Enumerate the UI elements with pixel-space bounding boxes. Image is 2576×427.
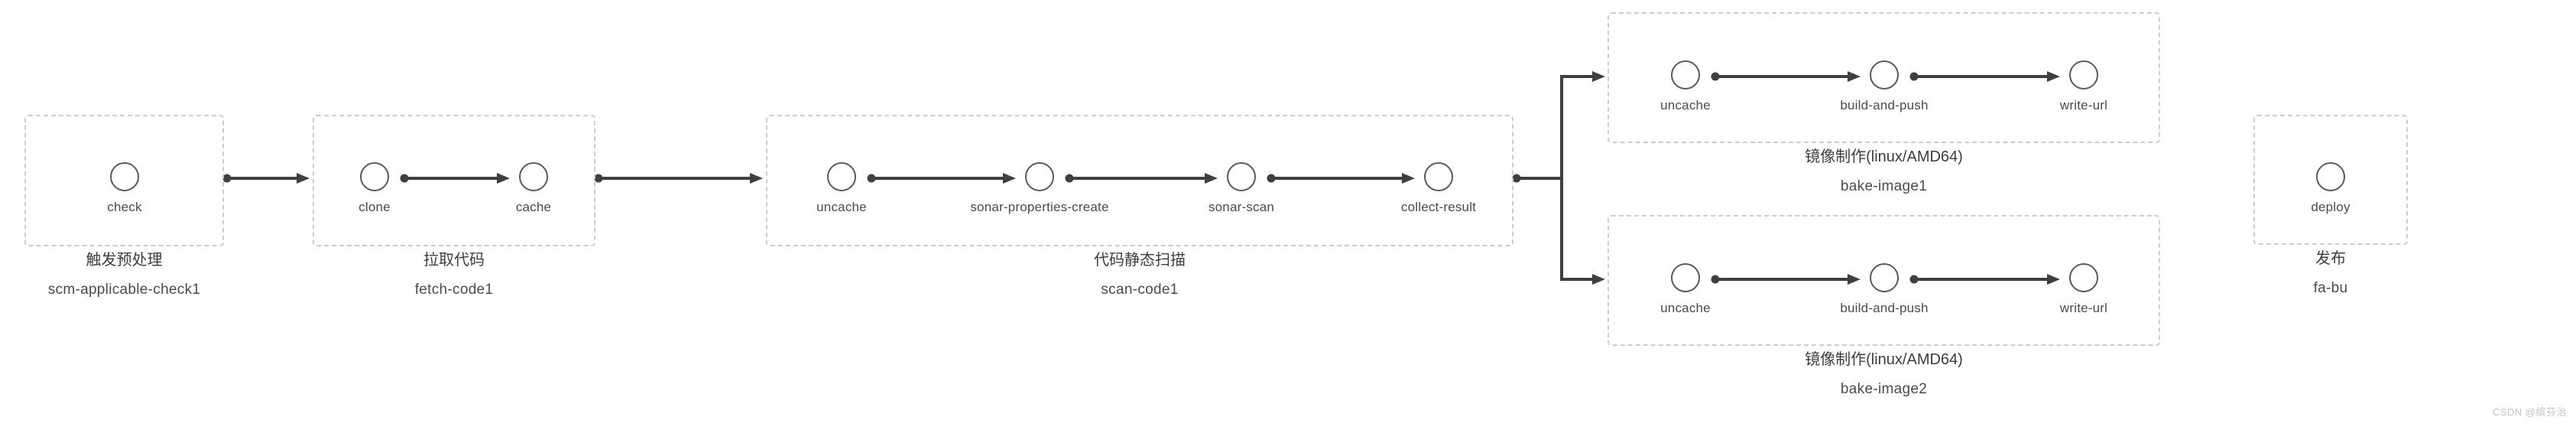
stage-box-scm[interactable] [24, 115, 224, 246]
node-circle-build-and-push[interactable] [1870, 263, 1899, 292]
node-label: build-and-push [1840, 301, 1929, 315]
node-circle-write-url[interactable] [2069, 60, 2098, 90]
stage-name: fa-bu [2313, 280, 2348, 296]
node-circle-sonar-properties-create[interactable] [1025, 162, 1054, 191]
stage-title: 发布 [2315, 250, 2346, 267]
stage-box-bake2[interactable] [1608, 215, 2160, 346]
node-label: cache [515, 200, 552, 214]
node-label: uncache [1660, 301, 1711, 315]
stage-box-fetch[interactable] [313, 115, 595, 246]
node-label: build-and-push [1840, 98, 1929, 112]
stage-box-bake1[interactable] [1608, 12, 2160, 143]
stage-title: 拉取代码 [423, 252, 485, 269]
edge-arrowhead [1848, 274, 1861, 285]
stage-name: fetch-code1 [414, 282, 494, 298]
node-circle-build-and-push[interactable] [1870, 60, 1899, 90]
edge-arrowhead [1205, 173, 1218, 184]
node-circle-check[interactable] [110, 162, 139, 191]
stage-box-scan[interactable] [766, 115, 1513, 246]
watermark-text: CSDN @缤芬治 [2492, 406, 2567, 418]
edge-arrowhead [750, 173, 763, 184]
node-label: deploy [2311, 200, 2351, 214]
edge-arrowhead [1402, 173, 1415, 184]
edge-arrowhead [497, 173, 510, 184]
stage-box-deploy[interactable] [2253, 115, 2408, 245]
node-circle-sonar-scan[interactable] [1227, 162, 1256, 191]
stage-name: bake-image1 [1840, 178, 1928, 194]
edge-arrowhead [2047, 71, 2060, 82]
node-circle-deploy[interactable] [2316, 162, 2345, 191]
stage-name: scm-applicable-check1 [47, 282, 201, 298]
node-circle-uncache[interactable] [827, 162, 856, 191]
edge-arrowhead [297, 173, 310, 184]
node-label: check [107, 200, 142, 214]
node-label: collect-result [1400, 200, 1477, 214]
node-label: sonar-scan [1208, 200, 1275, 214]
stage-title: 代码静态扫描 [1094, 252, 1186, 269]
stage-title: 镜像制作(linux/AMD64) [1805, 351, 1963, 368]
edge-arrowhead [1592, 71, 1605, 82]
node-circle-clone[interactable] [360, 162, 389, 191]
stage-connector-fork [1560, 75, 1595, 281]
node-circle-cache[interactable] [519, 162, 548, 191]
edge-arrowhead [1848, 71, 1861, 82]
stage-name: bake-image2 [1840, 381, 1928, 397]
node-label: sonar-properties-create [970, 200, 1109, 214]
node-circle-write-url[interactable] [2069, 263, 2098, 292]
node-label: write-url [2059, 98, 2108, 112]
stage-title: 镜像制作(linux/AMD64) [1805, 148, 1963, 165]
edge-arrowhead [2047, 274, 2060, 285]
node-label: uncache [1660, 98, 1711, 112]
node-circle-collect-result[interactable] [1424, 162, 1453, 191]
edge-arrowhead [1003, 173, 1016, 184]
node-label: clone [358, 200, 391, 214]
node-label: write-url [2059, 301, 2108, 315]
edge-arrowhead [1592, 274, 1605, 285]
node-circle-uncache[interactable] [1671, 263, 1700, 292]
node-circle-uncache[interactable] [1671, 60, 1700, 90]
node-label: uncache [816, 200, 867, 214]
stage-title: 触发预处理 [86, 252, 163, 269]
stage-name: scan-code1 [1101, 282, 1179, 298]
